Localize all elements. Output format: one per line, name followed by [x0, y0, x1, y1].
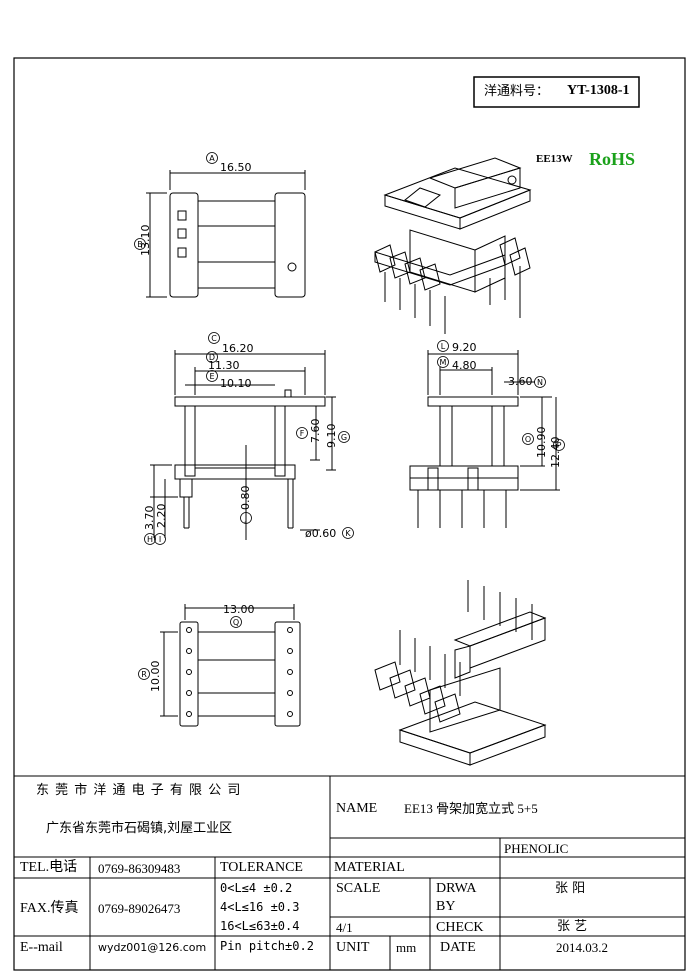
tolerance-row-3: 16<L≤63±0.4 — [220, 919, 300, 933]
tel-label: TEL.电话 — [20, 860, 78, 875]
title-block-grid — [14, 775, 685, 970]
dim-I: 2.20 — [155, 503, 168, 529]
name-label: NAME — [336, 801, 378, 816]
svg-text:J: J — [244, 514, 247, 523]
check-label: CHECK — [436, 920, 484, 935]
side-view-top — [146, 170, 306, 298]
dim-E: 10.10 — [220, 377, 252, 390]
company-name: 东 莞 市 洋 通 电 子 有 限 公 司 — [36, 783, 242, 798]
side-view-right — [409, 350, 560, 528]
scale-label: SCALE — [336, 881, 381, 896]
sheet-border — [13, 57, 686, 971]
dim-H: 3.70 — [143, 505, 156, 531]
svg-text:E: E — [209, 372, 214, 381]
svg-text:I: I — [159, 535, 161, 544]
svg-text:G: G — [341, 433, 347, 442]
svg-text:A: A — [209, 154, 215, 163]
drawn-by-label-2: BY — [436, 899, 456, 914]
name-value: EE13 骨架加宽立式 5+5 — [404, 801, 538, 816]
svg-text:F: F — [300, 429, 305, 438]
dim-L: 9.20 — [452, 341, 477, 354]
dim-N: 3.60 — [508, 375, 533, 388]
dim-B: 13.10 — [139, 224, 152, 257]
date-label: DATE — [440, 940, 476, 955]
fax-value: 0769-89026473 — [98, 901, 181, 916]
svg-text:P: P — [557, 441, 562, 450]
dim-C: 16.20 — [222, 342, 254, 355]
check-value: 张 艺 — [557, 919, 588, 934]
dimension-letter-markers — [134, 152, 565, 680]
svg-text:D: D — [209, 353, 215, 362]
tolerance-row-1: 0<L≤4 ±0.2 — [220, 881, 293, 895]
drawn-by-label-1: DRWA — [436, 881, 477, 896]
dim-M: 4.80 — [452, 359, 477, 372]
bottom-view — [160, 604, 301, 727]
dim-F: 7.60 — [309, 418, 322, 444]
svg-text:N: N — [537, 378, 543, 387]
front-view — [150, 350, 336, 540]
part-number-label: 洋通料号： — [484, 84, 550, 99]
email-label: E--mail — [20, 940, 63, 955]
svg-text:O: O — [525, 435, 531, 444]
svg-text:Q: Q — [233, 618, 239, 627]
svg-text:H: H — [147, 535, 153, 544]
isometric-view-top — [374, 157, 532, 334]
svg-text:R: R — [141, 670, 147, 679]
scale-value: 4/1 — [336, 920, 353, 935]
drawn-by-value: 张 阳 — [555, 881, 586, 896]
dim-Q: 13.00 — [223, 603, 255, 616]
isometric-view-bottom — [374, 580, 547, 766]
series-label: EE13W — [536, 153, 573, 165]
svg-text:M: M — [440, 358, 447, 367]
tolerance-row-2: 4<L≤16 ±0.3 — [220, 900, 300, 914]
dim-O: 10.90 — [535, 426, 548, 459]
tel-value: 0769-86309483 — [98, 861, 181, 876]
date-value: 2014.03.2 — [556, 940, 608, 955]
company-address: 广东省东莞市石碣镇,刘屋工业区 — [46, 821, 233, 836]
tolerance-row-4: Pin pitch±0.2 — [220, 939, 314, 953]
email-value: wydz001@126.com — [98, 941, 207, 954]
unit-label: UNIT — [336, 940, 370, 955]
dim-P: 12.40 — [549, 436, 562, 469]
dim-A: 16.50 — [220, 161, 252, 174]
svg-text:K: K — [345, 529, 351, 538]
svg-text:L: L — [441, 342, 446, 351]
tolerance-label: TOLERANCE — [220, 860, 303, 875]
material-value: PHENOLIC — [504, 841, 569, 856]
dim-D: 11.30 — [208, 359, 240, 372]
dim-G: 9.10 — [325, 423, 338, 449]
material-label: MATERIAL — [334, 860, 405, 875]
unit-value: mm — [396, 940, 417, 955]
svg-text:B: B — [137, 240, 143, 249]
fax-label: FAX.传真 — [20, 901, 79, 916]
dim-J: 0.80 — [239, 485, 252, 511]
rohs-label: RoHS — [589, 149, 636, 169]
part-number-box — [473, 76, 640, 108]
svg-text:C: C — [211, 334, 217, 343]
dim-R: 10.00 — [149, 660, 162, 693]
dim-K: ø0.60 — [305, 527, 337, 540]
marker-letters: A B C D E F G H I J K L M N O P Q R — [137, 154, 561, 679]
part-number-value: YT-1308-1 — [567, 83, 630, 98]
